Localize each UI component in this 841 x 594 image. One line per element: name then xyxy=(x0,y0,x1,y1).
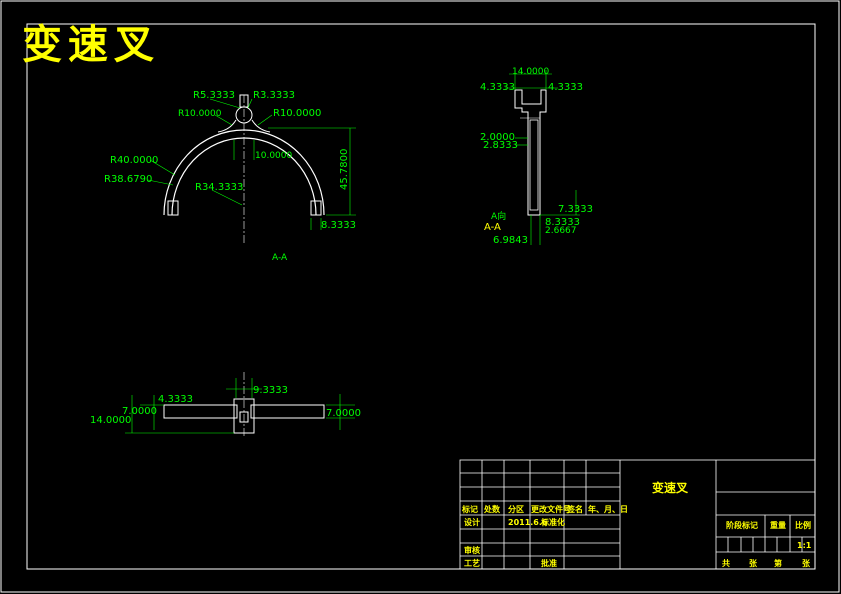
leader-r5 xyxy=(209,98,241,109)
tb-label-mark: 标记 xyxy=(461,504,478,514)
dim-center-width: 10.0000 xyxy=(255,151,292,161)
dim-r5: R5.3333 xyxy=(193,90,235,101)
top-view: 4.3333 9.3333 7.0000 14.0000 7.0000 xyxy=(90,372,361,436)
fork-shoulder-right xyxy=(251,119,271,133)
side-profile xyxy=(514,89,547,216)
dim-height: 45.7800 xyxy=(339,149,350,190)
dim-r10-right: R10.0000 xyxy=(273,108,321,119)
side-dim-2000: 2.0000 xyxy=(480,132,515,143)
dim-r38: R38.6790 xyxy=(104,174,152,185)
tb-sheet-unit: 张 xyxy=(749,559,758,568)
tb-label-date: 年、月、日 xyxy=(588,504,628,514)
leader-r10-right xyxy=(257,114,273,126)
tb-num: 第 xyxy=(774,558,782,568)
fork-outer-arc xyxy=(163,129,325,216)
side-dim-2667: 2.6667 xyxy=(545,226,577,236)
section-label: A-A xyxy=(484,222,501,233)
leader-r40 xyxy=(149,159,176,176)
inner-frame xyxy=(26,23,816,570)
title-block-text: 变速叉 标记 处数 分区 更改文件号 签名 年、月、日 设计 2011.6.6 … xyxy=(461,480,812,568)
fork-foot-right xyxy=(310,200,322,216)
tb-scale: 比例 xyxy=(795,520,811,530)
side-slot xyxy=(529,119,539,211)
fork-shoulder-left xyxy=(217,119,237,133)
top-dim-9333: 9.3333 xyxy=(253,385,288,396)
section-marker: A-A xyxy=(272,253,288,263)
title-block xyxy=(459,459,816,570)
tb-total: 共 xyxy=(722,558,730,568)
top-dim-7-left: 7.0000 xyxy=(122,406,157,417)
bar-hub xyxy=(233,398,255,434)
tb-process: 工艺 xyxy=(464,558,480,568)
side-dim-7333: 7.3333 xyxy=(558,204,593,215)
leader-r10-left xyxy=(214,114,233,126)
dim-r10-left: R10.0000 xyxy=(178,109,222,119)
tb-label-zone: 分区 xyxy=(508,504,524,514)
top-dim-4333: 4.3333 xyxy=(158,394,193,405)
tb-standardize: 标准化 xyxy=(540,517,565,527)
tb-scale-value: 1:1 xyxy=(797,541,812,550)
side-dim-left-offset: 4.3333 xyxy=(480,82,515,93)
leader-r34 xyxy=(211,189,243,206)
tb-approve: 批准 xyxy=(541,558,557,568)
leader-r3 xyxy=(247,98,253,109)
tb-check: 审核 xyxy=(464,545,480,555)
fork-inner-arc xyxy=(171,137,317,216)
tb-design: 设计 xyxy=(464,517,480,527)
section-mark-text: A向 xyxy=(491,210,506,222)
tb-label-sign: 签名 xyxy=(566,504,583,514)
dim-foot: 8.3333 xyxy=(321,220,356,231)
side-dim-2833: 2.8333 xyxy=(483,140,518,151)
side-dim-6984: 6.9843 xyxy=(493,235,528,246)
tb-weight: 重量 xyxy=(770,520,786,530)
title-block-frame xyxy=(459,459,816,570)
top-dim-14: 14.0000 xyxy=(90,415,131,426)
hub-circle xyxy=(235,106,253,124)
tb-stage-mark: 阶段标记 xyxy=(726,520,758,530)
bar-right xyxy=(250,404,325,419)
tb-design-date: 2011.6.6 xyxy=(508,518,548,527)
dim-r34: R34.3333 xyxy=(195,182,243,193)
drawing-title: 变速叉 xyxy=(22,22,160,68)
bar-hub-inner xyxy=(239,411,249,423)
side-dim-8333: 8.3333 xyxy=(545,217,580,228)
leader-r38 xyxy=(147,179,174,186)
tb-label-docno: 更改文件号 xyxy=(531,504,571,514)
top-dim-7-right: 7.0000 xyxy=(326,408,361,419)
fork-foot-left xyxy=(167,200,179,216)
bar-left xyxy=(163,404,238,419)
side-dim-top-width: 14.0000 xyxy=(512,67,549,77)
side-view: 14.0000 4.3333 4.3333 2.0000 2.8333 7.33… xyxy=(480,67,593,246)
tb-part-name: 变速叉 xyxy=(652,480,689,495)
front-view: R5.3333 R3.3333 R10.0000 R10.0000 R40.00… xyxy=(104,90,356,263)
side-dim-right-offset: 4.3333 xyxy=(548,82,583,93)
tb-sheet-unit2: 张 xyxy=(802,559,811,568)
dim-r3: R3.3333 xyxy=(253,90,295,101)
tb-label-count: 处数 xyxy=(483,504,501,514)
dim-r40: R40.0000 xyxy=(110,155,158,166)
